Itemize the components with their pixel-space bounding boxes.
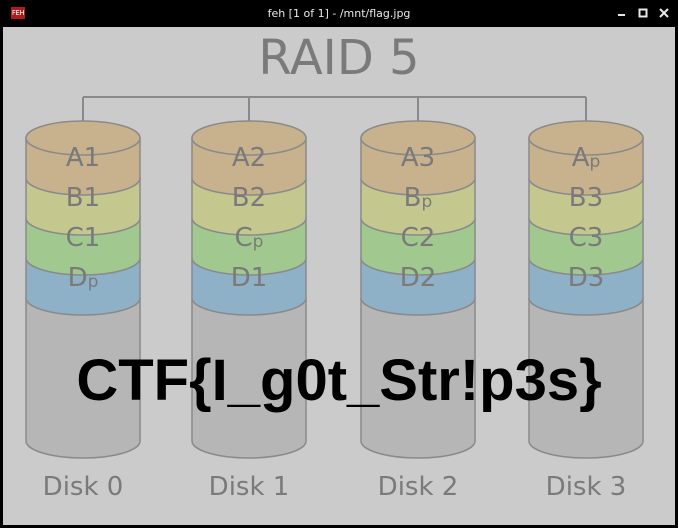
disk-top-3 bbox=[528, 120, 644, 156]
disk-label-0: Disk 0 bbox=[42, 472, 124, 502]
disk-body-0 bbox=[25, 297, 141, 459]
disk-body-2 bbox=[360, 297, 476, 459]
block-label-3-3: D3 bbox=[568, 263, 605, 293]
raid-heading: RAID 5 bbox=[258, 30, 420, 86]
close-icon[interactable] bbox=[656, 5, 672, 21]
disk-top-2 bbox=[360, 120, 476, 156]
block-label-1-2: Cp bbox=[235, 223, 264, 253]
block-label-3-0: Ap bbox=[572, 143, 601, 173]
disk-body-3 bbox=[528, 297, 644, 459]
disk-top-0 bbox=[25, 120, 141, 156]
maximize-icon[interactable] bbox=[635, 5, 651, 21]
disk-label-2: Disk 2 bbox=[377, 472, 459, 502]
window-titlebar[interactable]: FEH feh [1 of 1] - /mnt/flag.jpg bbox=[0, 0, 678, 27]
disk-top-1 bbox=[191, 120, 307, 156]
block-label-0-1: B1 bbox=[66, 183, 100, 213]
block-label-2-2: C2 bbox=[401, 223, 436, 253]
block-label-2-3: D2 bbox=[400, 263, 437, 293]
block-label-3-1: B3 bbox=[569, 183, 603, 213]
block-label-1-3: D1 bbox=[231, 263, 268, 293]
disk-body-1 bbox=[191, 297, 307, 459]
block-label-0-3: Dp bbox=[68, 263, 99, 293]
block-label-0-2: C1 bbox=[66, 223, 101, 253]
minimize-icon[interactable] bbox=[614, 5, 630, 21]
block-label-0-0: A1 bbox=[66, 143, 100, 173]
flag-text: CTF{I_g0t_Str!p3s} bbox=[76, 348, 602, 413]
feh-app-icon[interactable]: FEH bbox=[11, 7, 25, 19]
block-label-2-1: Bp bbox=[404, 183, 433, 213]
block-label-3-2: C3 bbox=[569, 223, 604, 253]
block-label-1-1: B2 bbox=[232, 183, 266, 213]
disk-label-1: Disk 1 bbox=[208, 472, 290, 502]
disk-label-3: Disk 3 bbox=[545, 472, 627, 502]
block-label-2-0: A3 bbox=[401, 143, 435, 173]
window-title: feh [1 of 1] - /mnt/flag.jpg bbox=[267, 7, 411, 20]
block-label-1-0: A2 bbox=[232, 143, 266, 173]
